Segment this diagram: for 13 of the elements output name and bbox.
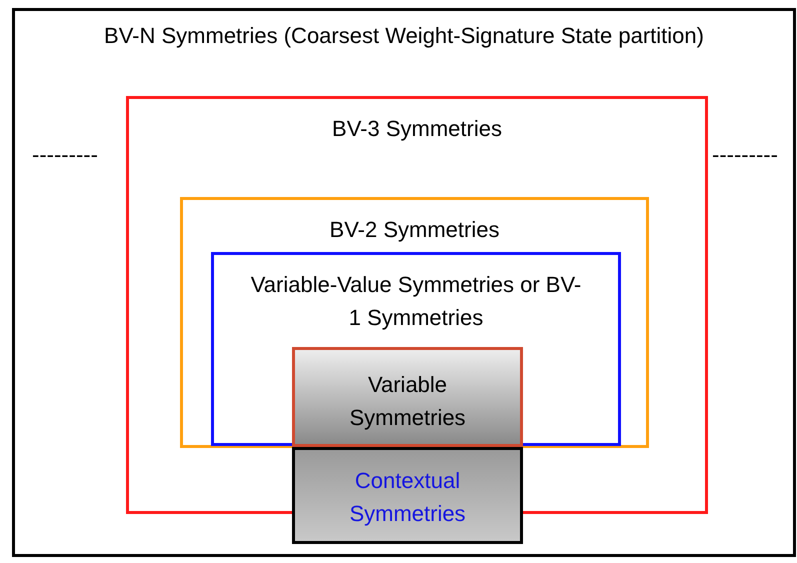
region-title: Variable Symmetries <box>348 371 467 432</box>
region-title: BV-2 Symmetries <box>328 216 500 244</box>
region-title: BV-N Symmetries (Coarsest Weight-Signature State partition) <box>103 22 705 50</box>
shaded-box <box>292 447 523 544</box>
outer-region-box <box>12 8 796 557</box>
region-title: BV-3 Symmetries <box>331 115 503 143</box>
continuation-dashes: --------- <box>32 142 98 168</box>
region-box <box>180 197 649 448</box>
shaded-box <box>292 347 523 447</box>
region-box <box>211 252 621 446</box>
region-title: Contextual Symmetries <box>348 467 467 528</box>
continuation-dashes: --------- <box>712 142 778 168</box>
region-title: Variable-Value Symmetries or BV-1 Symmetries <box>250 271 582 332</box>
